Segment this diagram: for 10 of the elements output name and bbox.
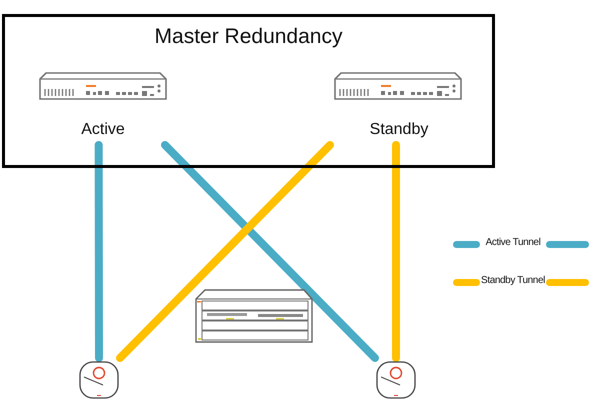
legend-label: Active Tunnel xyxy=(484,237,542,248)
tunnel-line xyxy=(94,141,103,362)
tunnel-line xyxy=(392,141,400,362)
group-frame xyxy=(2,14,495,168)
legend-label: Standby Tunnel xyxy=(481,275,545,286)
tunnel-line xyxy=(161,141,379,362)
tunnel-line xyxy=(116,141,334,362)
device-label: Active xyxy=(80,121,126,139)
group-title: Master Redundancy xyxy=(154,25,344,49)
device-label: Standby xyxy=(368,121,430,139)
